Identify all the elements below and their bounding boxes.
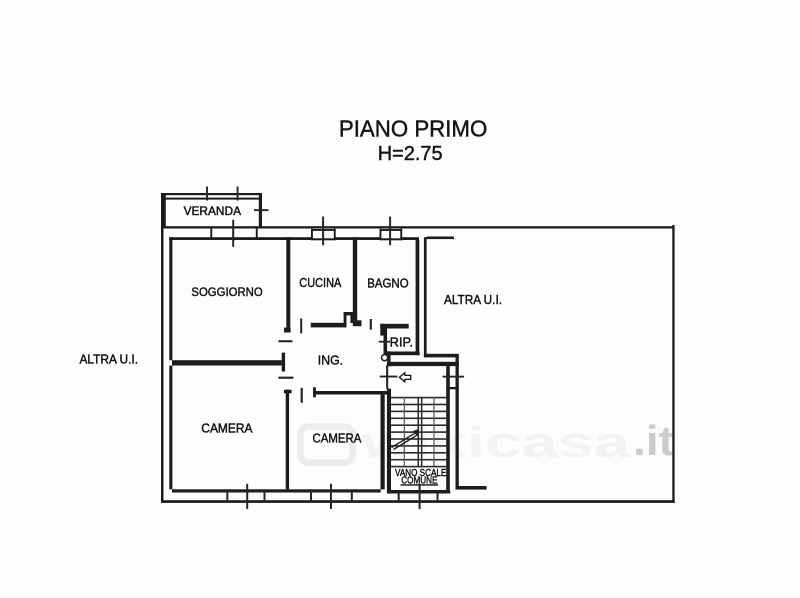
svg-text:VERANDA: VERANDA [184, 204, 242, 218]
svg-text:.it: .it [633, 417, 674, 464]
svg-text:PIANO PRIMO: PIANO PRIMO [339, 116, 487, 142]
svg-text:VANO SCALE: VANO SCALE [395, 468, 447, 479]
svg-text:ING.: ING. [318, 352, 343, 367]
svg-text:ALTRA U.I.: ALTRA U.I. [80, 352, 139, 367]
svg-text:RIP.: RIP. [390, 334, 413, 349]
svg-text:COMUNE: COMUNE [401, 476, 437, 487]
svg-text:H=2.75: H=2.75 [378, 143, 443, 165]
svg-text:SOGGIORNO: SOGGIORNO [191, 285, 262, 299]
svg-text:CAMERA: CAMERA [313, 430, 362, 445]
svg-text:ALTRA U.I.: ALTRA U.I. [444, 292, 502, 307]
svg-text:CUCINA: CUCINA [299, 275, 341, 290]
svg-text:CAMERA: CAMERA [201, 422, 253, 436]
svg-text:BAGNO: BAGNO [367, 276, 408, 291]
